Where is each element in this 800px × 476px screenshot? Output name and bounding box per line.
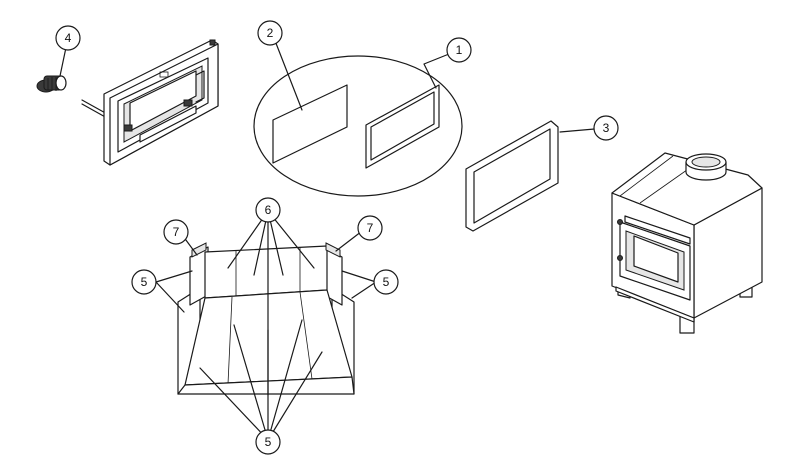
- callout-5-bottom: 5: [255, 429, 281, 455]
- callout-2-label: 2: [267, 26, 274, 40]
- callout-3-label: 3: [603, 121, 610, 135]
- callout-5-right: 5: [373, 269, 399, 295]
- callout-7-left: 7: [163, 219, 189, 245]
- callout-7-right: 7: [357, 215, 383, 241]
- firebrick-set: [177, 242, 355, 395]
- callout-5-bottom-label: 5: [265, 435, 272, 449]
- glass-frame-part-1: [365, 84, 440, 169]
- leaders-part-5-bottom: [199, 319, 323, 441]
- callout-7-right-label: 7: [367, 221, 374, 235]
- door-frame: [81, 39, 219, 166]
- callout-7-left-label: 7: [173, 225, 180, 239]
- callout-5-right-label: 5: [383, 275, 390, 289]
- stove-assembly: [611, 152, 763, 334]
- gasket-part-3: [465, 120, 559, 232]
- callout-5-left: 5: [131, 269, 157, 295]
- callout-2: 2: [257, 20, 283, 46]
- callout-4-label: 4: [65, 31, 72, 45]
- glass-group-outline: [253, 55, 463, 197]
- leaders-part-6: [227, 210, 315, 396]
- callout-6: 6: [255, 197, 281, 223]
- callout-1: 1: [446, 37, 472, 63]
- knob-part-4: [36, 75, 67, 93]
- callout-3: 3: [593, 115, 619, 141]
- glass-panel-part-2: [272, 84, 348, 164]
- callout-5-left-label: 5: [141, 275, 148, 289]
- callout-1-label: 1: [456, 43, 463, 57]
- callout-4: 4: [55, 25, 81, 51]
- callout-6-label: 6: [265, 203, 272, 217]
